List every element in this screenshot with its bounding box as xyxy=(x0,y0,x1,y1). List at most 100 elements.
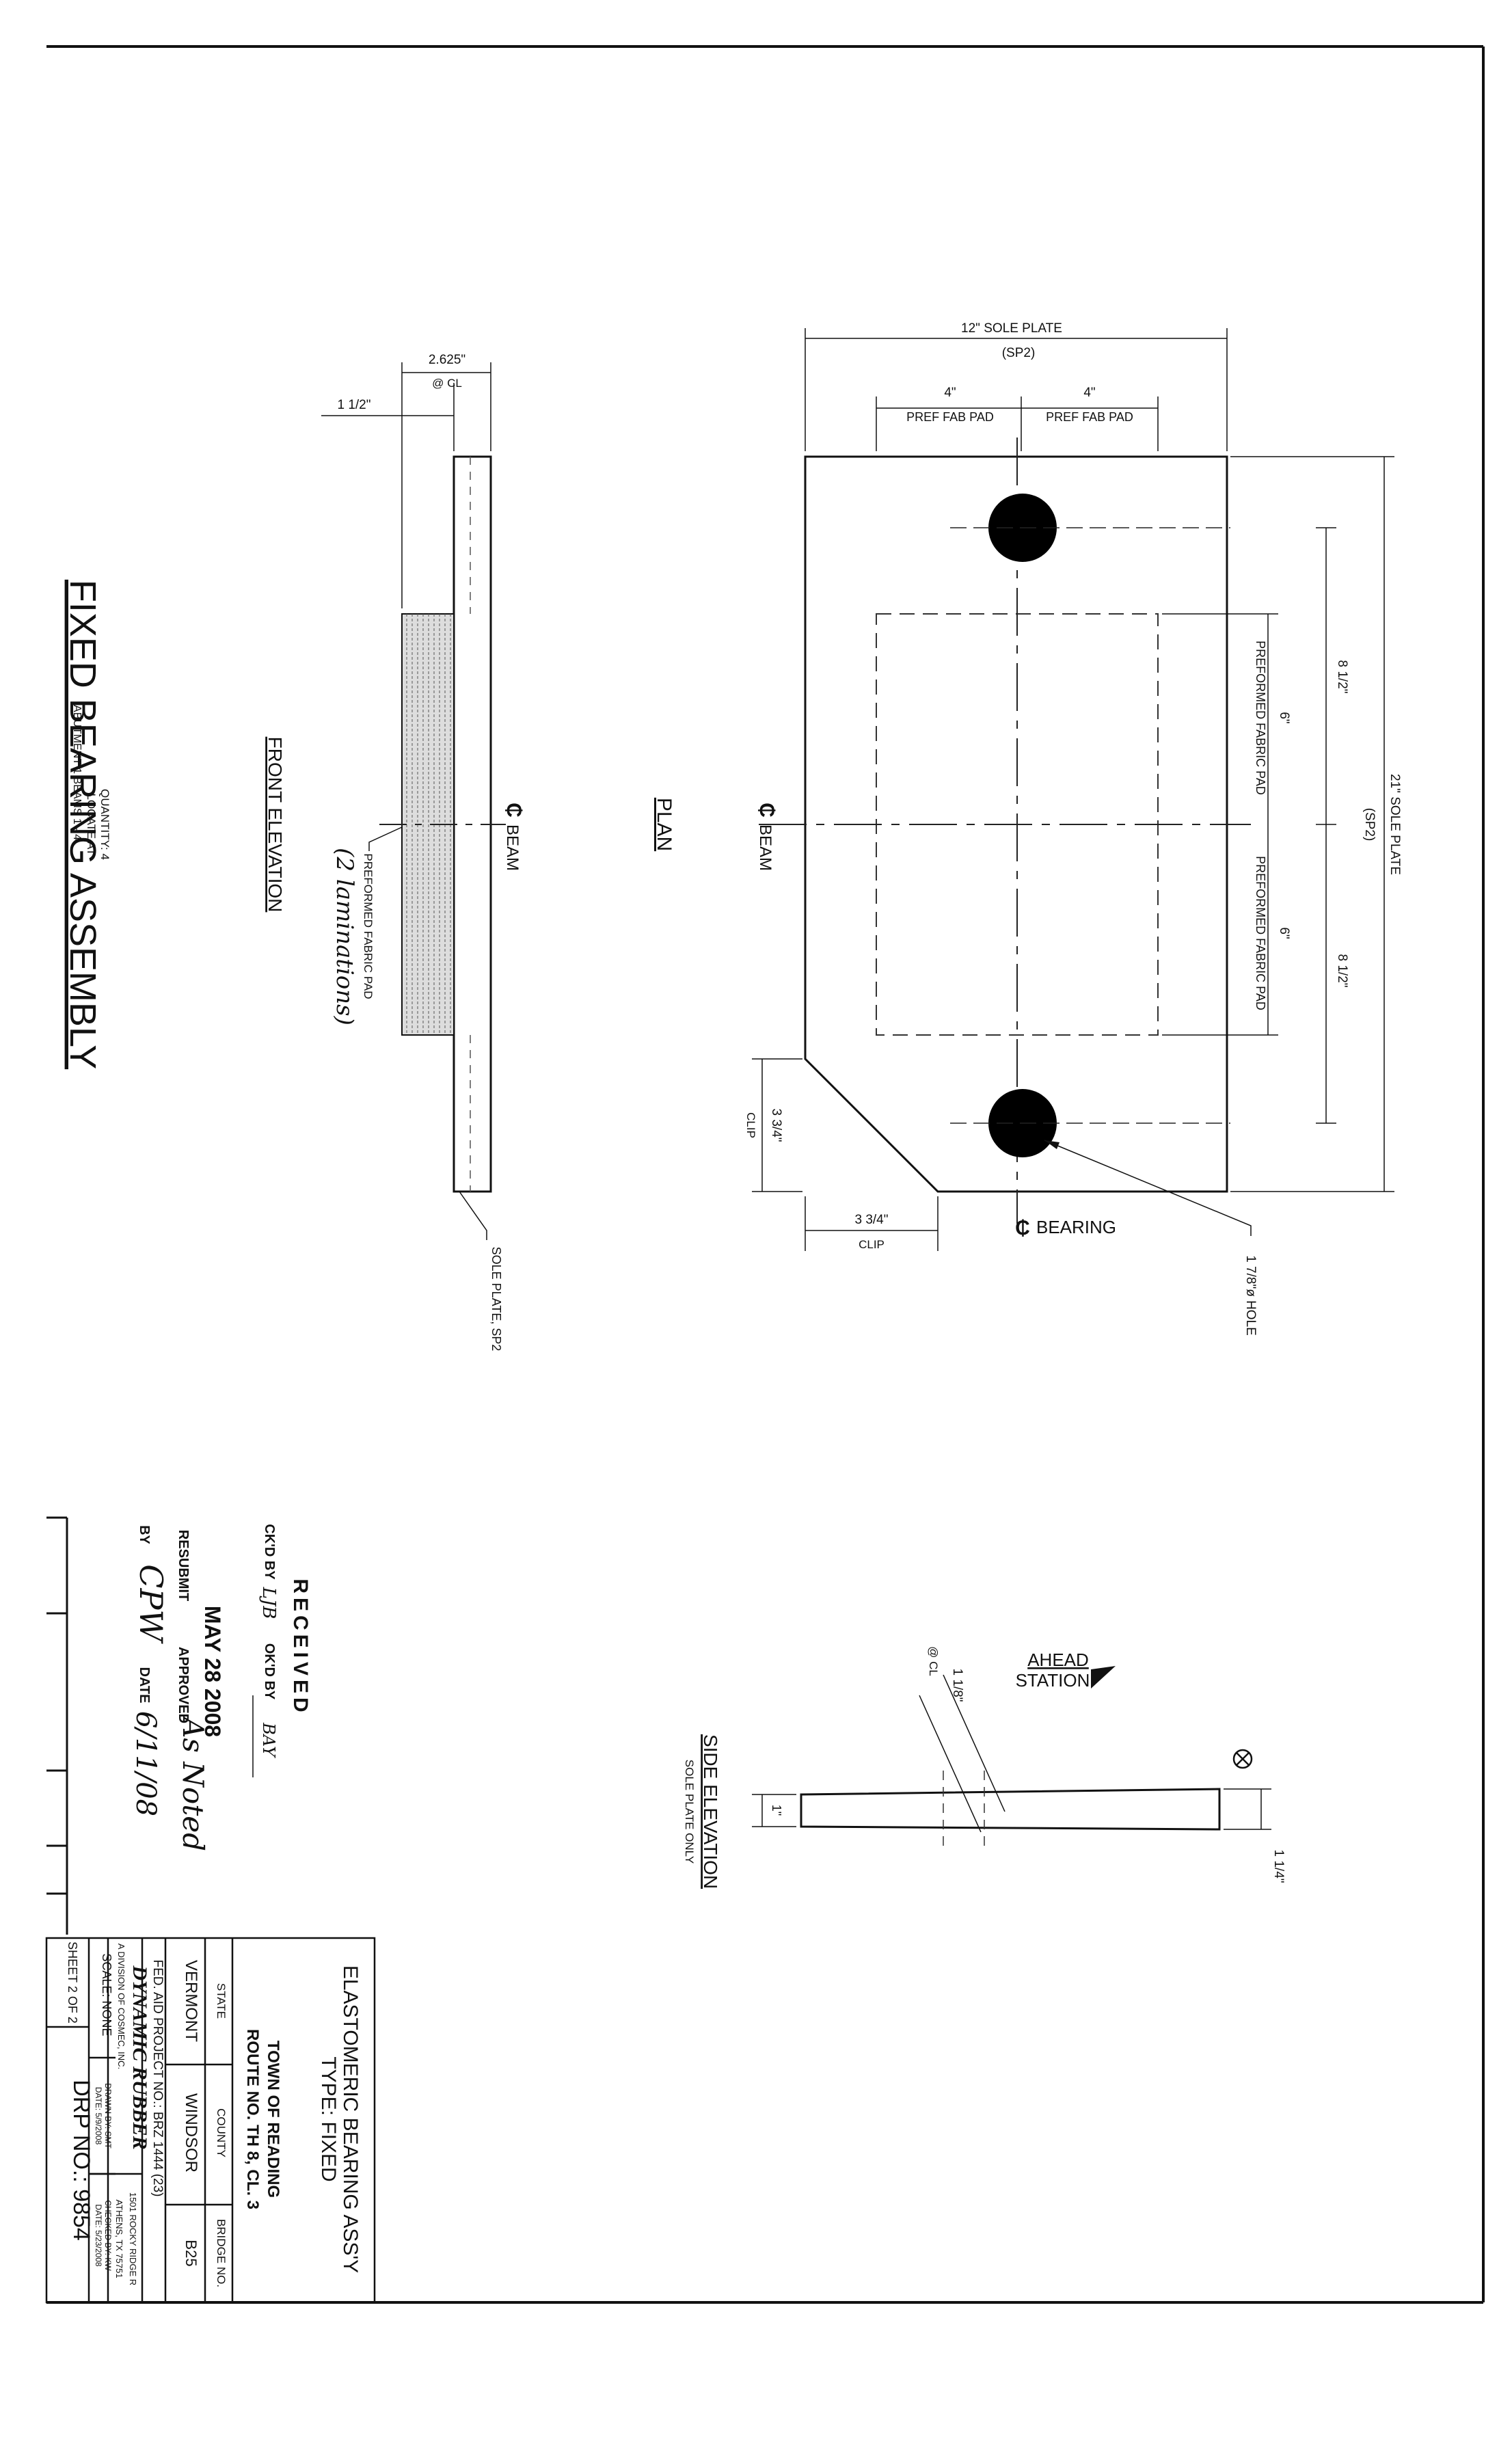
stamp-ckd-by-value: LJB xyxy=(258,1587,279,1619)
pad-upper-label: PREFORMED FABRIC PAD xyxy=(1254,641,1267,795)
tb-scale: SCALE: NONE xyxy=(100,1953,113,2036)
plan-view: 12" SOLE PLATE (SP2) 4" PREF FAB PAD 4" … xyxy=(653,321,1402,1336)
tb-title-line1: ELASTOMERIC BEARING ASS'Y xyxy=(339,1965,362,2273)
tb-bridge: B25 xyxy=(183,2240,200,2266)
side-elevation-view: 1" 1 1/4" 1 1/8" @ CL AHEAD STATION SIDE… xyxy=(683,1646,1286,1889)
pad-right-label: PREF FAB PAD xyxy=(1046,410,1133,424)
front-elevation-view: 2.625" @ CL 1 1/2" ₵ BEAM PREFORMED FABR… xyxy=(265,353,525,1351)
front-pad-leader xyxy=(368,826,403,851)
dim-sole-plate-width xyxy=(805,328,1228,451)
stamp-ckd-by: CK'D BY xyxy=(262,1524,277,1580)
flow-symbol-cross-b xyxy=(1236,1752,1250,1766)
clip-vertical-dim: 3 3/4" xyxy=(769,1108,783,1142)
stamp-resubmit: RESUBMIT xyxy=(176,1530,191,1601)
tb-fed-aid: FED. AID PROJECT NO.: BRZ 1444 (23) xyxy=(150,1959,165,2196)
tb-drp: DRP NO.: 9854 xyxy=(68,2080,94,2241)
tb-drawn-by: DRAWN BY: SMT xyxy=(103,2083,113,2149)
sheet-border xyxy=(46,45,1485,2304)
front-elevation-title: FRONT ELEVATION xyxy=(265,737,286,913)
tb-state: VERMONT xyxy=(182,1960,200,2042)
tb-route: ROUTE NO. TH 8, CL. 3 xyxy=(243,2029,262,2209)
tb-drawn-date: DATE: 5/9/2008 xyxy=(94,2087,103,2145)
tb-division: A DIVISION OF COSMEC, INC. xyxy=(116,1944,126,2069)
pad-left-dim: 4" xyxy=(944,386,956,400)
hole-leader-arrow xyxy=(1044,1140,1059,1149)
station-label: STATION xyxy=(1016,1670,1090,1691)
dim-clip xyxy=(752,1058,939,1251)
pad-upper-dim: 6" xyxy=(1277,712,1291,723)
plan-beam-label: BEAM xyxy=(756,824,774,871)
pad-left-label: PREF FAB PAD xyxy=(906,410,994,424)
ahead-label: AHEAD xyxy=(1027,1650,1089,1670)
tb-bridge-label: BRIDGE NO. xyxy=(215,2219,228,2287)
tb-title-line2: TYPE: FIXED xyxy=(317,2056,340,2181)
sole-plate-length-text: 21" SOLE PLATE xyxy=(1388,774,1402,875)
tb-checked-by: CHECKED BY: KW xyxy=(103,2200,113,2271)
assembly-locate: LOCATE AT xyxy=(85,793,98,855)
front-beam-cl-symbol: ₵ xyxy=(502,803,525,818)
front-dim-total-label: @ CL xyxy=(432,377,462,390)
tb-state-label: STATE xyxy=(215,1983,228,2019)
stamp-date-label: DATE xyxy=(137,1667,152,1704)
side-elevation-title: SIDE ELEVATION xyxy=(700,1734,721,1889)
stamp-okd-by-value: BAY xyxy=(259,1722,278,1758)
stamp-approved: APPROVED xyxy=(176,1647,191,1723)
tb-company: DYNAMIC RUBBER xyxy=(129,1965,151,2149)
assembly-locations: ABUTMENT 1 BEAMS 1 - 4 xyxy=(71,705,83,840)
pad-lower-dim: 6" xyxy=(1277,927,1291,939)
hole-label: 1 7/8"ø HOLE xyxy=(1243,1255,1258,1336)
plan-bearing-cl-symbol: ₵ xyxy=(1015,1217,1030,1239)
title-block: ELASTOMERIC BEARING ASS'Y TYPE: FIXED TO… xyxy=(45,1937,376,2304)
front-sole-plate-leader xyxy=(459,1191,487,1240)
half-upper-dim: 8 1/2" xyxy=(1335,660,1349,693)
side-dim-cl-label: @ CL xyxy=(927,1646,940,1676)
hole-leader xyxy=(1044,1140,1252,1236)
flow-symbol-icon xyxy=(1232,1749,1253,1769)
clip-horizontal-label: CLIP xyxy=(859,1238,885,1251)
front-pad-label: PREFORMED FABRIC PAD xyxy=(362,853,375,999)
dim-sole-plate-length xyxy=(1162,456,1394,1192)
received-stamp: RECEIVED MAY 28 2008 CK'D BY LJB OK'D BY… xyxy=(46,1516,312,1935)
tb-county-label: COUNTY xyxy=(215,2108,228,2157)
tb-town: TOWN OF READING xyxy=(264,2041,282,2198)
pad-lower-label: PREFORMED FABRIC PAD xyxy=(1254,856,1267,1010)
assembly-quantity: QUANTITY: 4 xyxy=(98,789,111,860)
stamp-date: MAY 28 2008 xyxy=(200,1606,225,1737)
front-sole-plate-label: SOLE PLATE, SP2 xyxy=(489,1247,503,1351)
side-dims xyxy=(752,1674,1271,1833)
clip-horizontal-dim: 3 3/4" xyxy=(854,1213,888,1227)
side-elevation-subtitle: SOLE PLATE ONLY xyxy=(683,1760,696,1864)
front-dim-total: 2.625" xyxy=(429,353,465,367)
side-dim-cl: 1 1/8" xyxy=(950,1668,964,1702)
front-beam-label: BEAM xyxy=(503,824,522,871)
clip-vertical-label: CLIP xyxy=(744,1112,757,1138)
tb-sheet: SHEET 2 OF 2 xyxy=(66,1941,79,2023)
plan-title: PLAN xyxy=(653,798,675,851)
assembly-title-block: FIXED BEARING ASSEMBLY QUANTITY: 4 LOCAT… xyxy=(62,580,111,1069)
sole-plate-length-id: (SP2) xyxy=(1362,808,1377,842)
plan-sole-plate xyxy=(804,455,1228,1193)
stamp-received: RECEIVED xyxy=(289,1578,312,1716)
sole-plate-width-text: 12" SOLE PLATE xyxy=(961,321,1062,336)
sole-plate-width-id: (SP2) xyxy=(1002,346,1036,360)
stamp-approved-value: As Noted xyxy=(176,1714,210,1851)
side-dim-left: 1" xyxy=(770,1805,783,1816)
stamp-by-value: CPW xyxy=(133,1564,170,1644)
side-centerlines xyxy=(943,1771,985,1846)
front-dims xyxy=(321,362,491,608)
tb-address2: ATHENS, TX 75751 xyxy=(114,2199,124,2278)
stamp-by: BY xyxy=(137,1525,152,1544)
tb-checked-date: DATE: 5/23/2008 xyxy=(94,2204,103,2266)
front-dim-plate: 1 1/2" xyxy=(337,398,370,412)
pad-right-dim: 4" xyxy=(1083,386,1095,400)
tb-address1: 1501 ROCKY RIDGE R xyxy=(128,2192,138,2285)
plan-bearing-label: BEARING xyxy=(1036,1217,1116,1237)
stamp-okd-by: OK'D BY xyxy=(262,1643,277,1700)
ahead-arrow xyxy=(1091,1666,1116,1689)
front-pad-note: (2 laminations) xyxy=(331,848,358,1025)
half-lower-dim: 8 1/2" xyxy=(1335,954,1349,987)
side-dim-right: 1 1/4" xyxy=(1271,1849,1286,1883)
plan-beam-cl-symbol: ₵ xyxy=(755,803,778,818)
tb-county: WINDSOR xyxy=(182,2093,200,2173)
